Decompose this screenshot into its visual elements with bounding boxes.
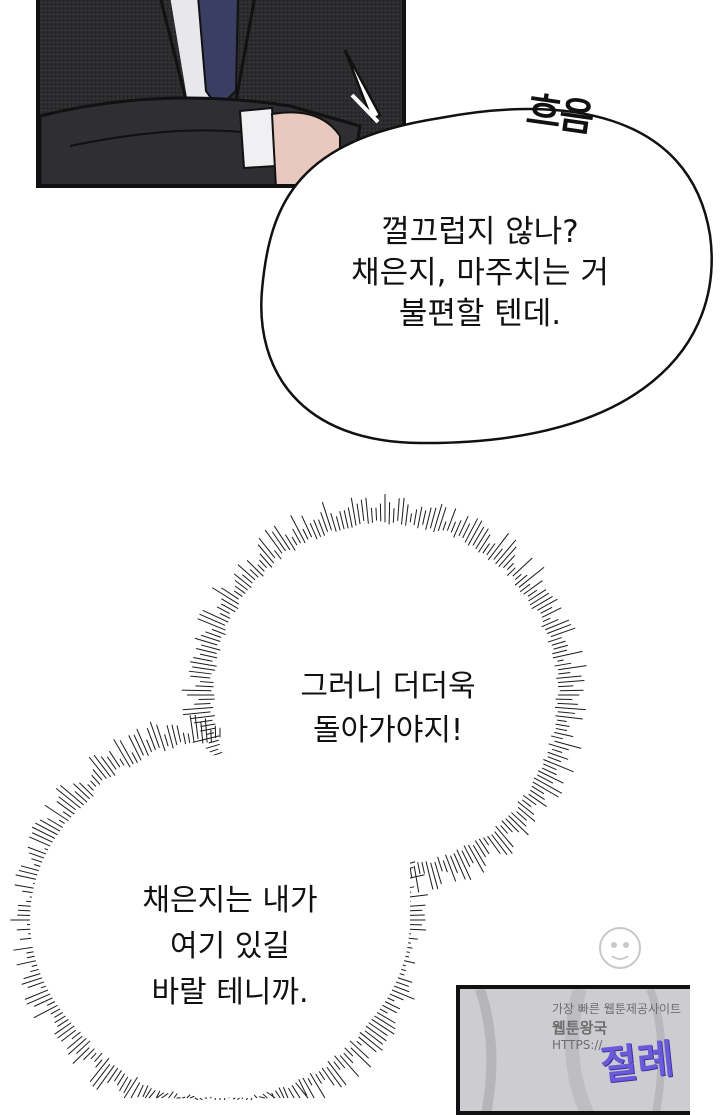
mascot-logo-icon (590, 918, 650, 978)
thought-lower-text: 채은지는 내가 여기 있길 바랄 테니까. (80, 878, 380, 1016)
thought-line: 바랄 테니까. (80, 970, 380, 1016)
speech-bubble-text: 껄끄럽지 않나? 채은지, 마주치는 거 불편할 텐데. (300, 212, 660, 335)
thought-line: 여기 있길 (80, 924, 380, 970)
artist-signature: 절례 (597, 1026, 676, 1091)
thought-line: 채은지는 내가 (80, 878, 380, 924)
thought-line: 돌아가야지! (228, 709, 548, 753)
watermark-line: 가장 빠른 웹툰제공사이트 (552, 1000, 681, 1017)
sound-effect-text: 흐음 (523, 79, 596, 143)
thought-line: 그러니 더더욱 (228, 665, 548, 709)
speech-line: 껄끄럽지 않나? (300, 212, 660, 253)
speech-line: 불편할 텐데. (300, 294, 660, 335)
speech-line: 채은지, 마주치는 거 (300, 253, 660, 294)
thought-upper-text: 그러니 더더욱 돌아가야지! (228, 665, 548, 753)
